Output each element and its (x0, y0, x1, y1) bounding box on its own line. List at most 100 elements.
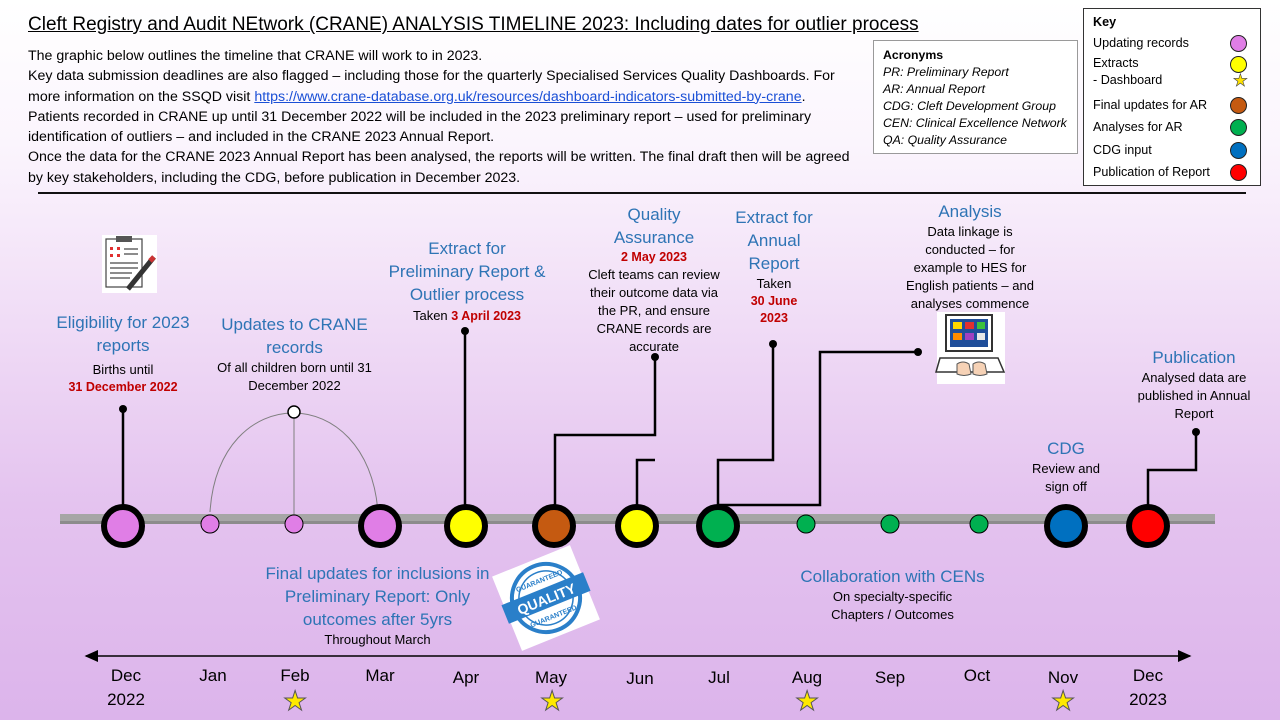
milestone-feb (284, 514, 304, 534)
intro-p4: Once the data for the CRANE 2023 Annual … (28, 149, 850, 186)
milestone-aug (796, 514, 816, 534)
blue-dot-icon (1230, 141, 1247, 159)
acronym-item: CEN: Clinical Excellence Network (883, 116, 1067, 130)
laptop-analysis-icon (935, 312, 1006, 384)
green-dot-icon (1230, 119, 1247, 136)
dashboard-star-icon: ★ (539, 686, 565, 716)
publication-connector (1146, 432, 1198, 510)
key-label: Final updates for AR (1093, 97, 1208, 112)
eligibility-title: Eligibility for 2023 reports (56, 313, 190, 355)
event-extract-pr: Extract for Preliminary Report & Outlier… (388, 237, 546, 325)
final-updates-title: Final updates for inclusions in Prelimin… (265, 564, 490, 629)
extract-pr-taken: Taken (412, 308, 448, 323)
eligibility-date: 31 December 2022 (68, 380, 178, 394)
intro-p1: The graphic below outlines the timeline … (28, 48, 483, 64)
quality-stamp-icon: QUALITY GUARANTEED GUARANTEED (492, 545, 600, 651)
publication-title: Publication (1152, 348, 1236, 367)
intro-text: The graphic below outlines the timeline … (28, 46, 858, 188)
event-publication: Publication Analysed data are published … (1130, 346, 1258, 423)
event-extract-ar: Extract for Annual Report Taken 30 June … (728, 206, 820, 327)
acronym-item: AR: Annual Report (883, 82, 986, 96)
ssqd-link[interactable]: https://www.crane-database.org.uk/resour… (254, 88, 802, 105)
key-label: Extracts (1093, 55, 1139, 70)
milestone-dec-2023 (1126, 504, 1170, 548)
page-title: Cleft Registry and Audit NEtwork (CRANE)… (28, 14, 919, 35)
month-feb: Feb (280, 666, 310, 685)
milestone-may (532, 504, 576, 548)
key-item-dashboard: - Dashboard★ (1093, 70, 1251, 94)
analysis-title: Analysis (938, 202, 1002, 221)
intro-p3: Patients recorded in CRANE up until 31 D… (28, 108, 812, 146)
extract-pr-date: 3 April 2023 (451, 309, 522, 323)
key-label: CDG input (1093, 142, 1152, 157)
milestone-oct (969, 514, 989, 534)
acronym-item: CDG: Cleft Development Group (883, 99, 1056, 113)
extract-ar-taken: Taken (756, 276, 792, 291)
milestone-mar (358, 504, 402, 548)
collab-sub: On specialty-specific Chapters / Outcome… (831, 589, 954, 622)
milestone-dec-2022 (101, 504, 145, 548)
event-collab: Collaboration with CENs On specialty-spe… (790, 565, 995, 624)
divider-line (38, 192, 1246, 194)
extract-pr-taken-line: Taken 3 April 2023 (388, 307, 546, 325)
month-jul: Jul (708, 668, 730, 687)
qa-desc: Cleft teams can review their outcome dat… (588, 267, 720, 354)
purple-dot-icon (1230, 35, 1247, 52)
milestone-jan (200, 514, 220, 534)
dashboard-star-icon: ★ (282, 686, 308, 716)
extract-ar-title: Extract for Annual Report (735, 208, 813, 273)
event-eligibility: Eligibility for 2023 reports Births unti… (48, 311, 198, 396)
key-legend: Key Updating records Extracts - Dashboar… (1083, 8, 1261, 186)
red-dot-icon (1230, 164, 1247, 181)
month-nov: Nov (1047, 668, 1079, 687)
updates-title: Updates to CRANE records (221, 315, 368, 357)
key-item-analyses: Analyses for AR (1093, 116, 1251, 139)
collab-title: Collaboration with CENs (800, 567, 985, 586)
acronym-item: QA: Quality Assurance (883, 133, 1007, 147)
event-final-updates: Final updates for inclusions in Prelimin… (260, 562, 495, 649)
key-item-cdg: CDG input (1093, 139, 1251, 162)
month-jan: Jan (199, 666, 227, 685)
dashboard-star-icon: ★ (794, 686, 820, 716)
analysis-connector (718, 350, 918, 507)
month-jun: Jun (626, 669, 654, 688)
month-may: May (534, 668, 568, 687)
dashboard-star-icon: ★ (1050, 686, 1076, 716)
star-icon: ★ (1232, 70, 1248, 90)
key-label: Publication of Report (1093, 165, 1210, 179)
milestone-jun (615, 504, 659, 548)
month-dec-2023: Dec 2023 (1129, 666, 1167, 709)
event-updates: Updates to CRANE records Of all children… (212, 313, 377, 395)
key-heading: Key (1093, 15, 1117, 29)
updates-marker (287, 405, 301, 419)
key-item-extracts: Extracts (1093, 55, 1251, 73)
publication-desc: Analysed data are published in Annual Re… (1137, 370, 1251, 421)
event-qa: Quality Assurance 2 May 2023 Cleft teams… (586, 203, 722, 356)
analysis-desc: Data linkage is conducted – for example … (906, 224, 1034, 311)
final-updates-sub: Throughout March (324, 632, 431, 647)
extract-ar-date: 30 June 2023 (750, 294, 798, 325)
month-dec-2022: Dec 2022 (107, 666, 145, 709)
clipboard-report-icon (102, 235, 157, 293)
acronyms-heading: Acronyms (883, 48, 944, 62)
yellow-dot-icon (1230, 55, 1247, 73)
intro-p2-end: . (801, 88, 806, 105)
qa-connector-jun (635, 458, 655, 510)
month-apr: Apr (452, 668, 480, 687)
milestone-apr (444, 504, 488, 548)
acronym-item: PR: Preliminary Report (883, 65, 1009, 79)
month-aug: Aug (791, 668, 823, 687)
month-oct: Oct (963, 666, 991, 685)
key-label: Updating records (1093, 36, 1189, 50)
key-label: Analyses for AR (1093, 120, 1183, 134)
acronyms-box: Acronyms PR: Preliminary Report AR: Annu… (873, 40, 1078, 154)
qa-connector-may (553, 357, 657, 510)
event-analysis: Analysis Data linkage is conducted – for… (895, 200, 1045, 313)
month-mar: Mar (365, 666, 395, 685)
key-item-publication: Publication of Report (1093, 161, 1251, 184)
extract-ar-connector (716, 344, 775, 510)
updates-line1: Of all children born until 31 December 2… (217, 360, 372, 393)
event-cdg: CDG Review and sign off (1018, 437, 1114, 496)
key-item-final-updates: Final updates for AR (1093, 94, 1251, 117)
